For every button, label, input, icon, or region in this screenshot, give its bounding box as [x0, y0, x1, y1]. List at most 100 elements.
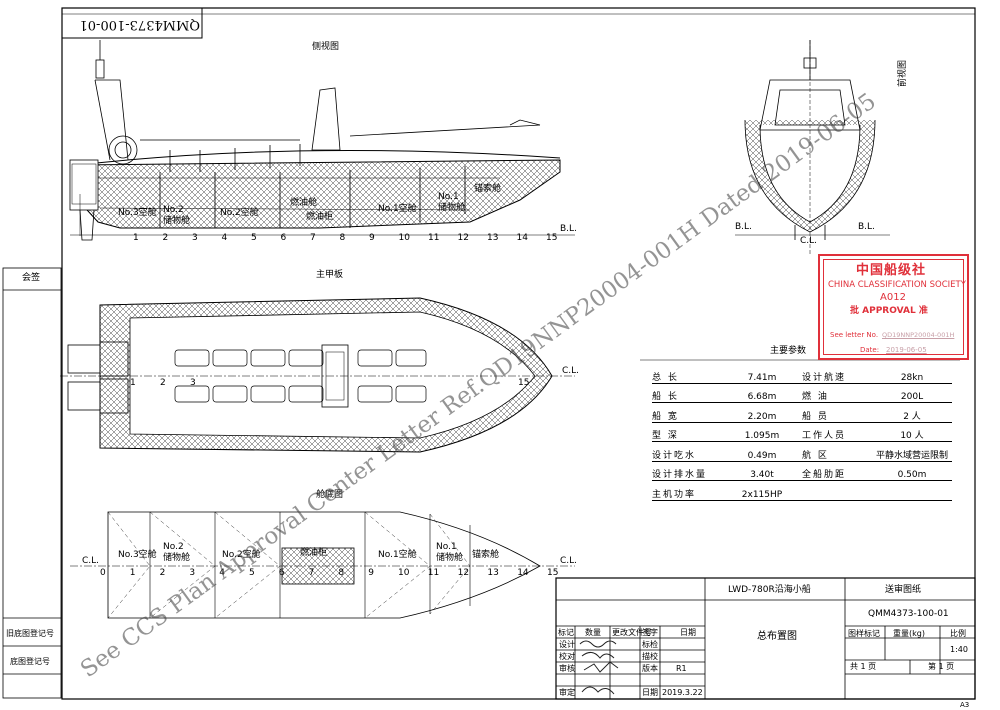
spec-cell: 2.20m — [722, 402, 802, 423]
compartment-label: 燃油柜 — [306, 212, 334, 222]
role-trace: 描校 — [642, 652, 658, 661]
frame-number: 3 — [192, 233, 198, 243]
base-register-label: 底图登记号 — [10, 657, 50, 666]
signatures — [579, 640, 619, 695]
bottom-plan — [70, 511, 575, 619]
compartment-label: No.2空舱 — [220, 208, 259, 218]
frame-number: 15 — [546, 233, 558, 243]
spec-cell: 燃 油 — [802, 383, 872, 403]
spec-cell: 0.49m — [722, 441, 802, 462]
bl-label-side: B.L. — [560, 224, 577, 234]
frame-number: 6 — [278, 568, 285, 578]
frame-number: 8 — [338, 568, 345, 578]
role-std-check: 标检 — [642, 640, 658, 649]
spec-cell: 全船肋距 — [802, 461, 872, 481]
side-panel — [2, 267, 62, 699]
approval-date: 2019.3.22 — [662, 688, 703, 697]
spec-cell: 船 宽 — [652, 402, 722, 423]
spec-cell: 28kn — [872, 364, 952, 384]
frame-number: 0 — [100, 568, 106, 578]
vessel-name: LWD-780R沿海小船 — [728, 585, 811, 595]
title-block — [555, 577, 976, 700]
revision-label: 版本 — [642, 664, 658, 673]
spec-cell: 船 员 — [802, 402, 872, 423]
spec-cell: 船 长 — [652, 383, 722, 403]
role-design: 设计 — [559, 640, 575, 649]
cl-label-bottom-right: C.L. — [560, 556, 578, 566]
spec-cell: 200L — [872, 383, 952, 403]
compartment-label: 燃油柜 — [300, 548, 328, 558]
drawing-number-top: QMM4373-100-01 — [79, 17, 200, 32]
stamp-approval: 批 APPROVAL 准 — [850, 306, 928, 316]
spec-cell: 10 人 — [872, 422, 952, 442]
stamp-en: CHINA CLASSIFICATION SOCIETY — [828, 280, 966, 290]
spec-cell: 3.40t — [722, 461, 802, 481]
spec-cell — [872, 480, 952, 501]
frame-number: 2 — [160, 378, 166, 388]
role-date: 日期 — [642, 688, 658, 697]
frame-number: 15 — [547, 568, 559, 578]
compartment-label: No.3空舱 — [118, 208, 157, 218]
frame-number: 14 — [516, 233, 528, 243]
total-sheets: 共 1 页 — [850, 662, 877, 671]
frame-number: 6 — [280, 233, 287, 243]
col-weight: 重量(kg) — [893, 629, 925, 638]
drawing-title: 总布置图 — [757, 631, 797, 642]
compartment-label: No.1空舱 — [378, 204, 417, 214]
old-register-label: 旧底图登记号 — [6, 629, 54, 638]
spec-cell: 设计排水量 — [652, 461, 722, 481]
spec-cell: 设计航速 — [802, 364, 872, 384]
drawing-number: QMM4373-100-01 — [868, 609, 949, 619]
compartment-label: No.1 储物舱 — [438, 192, 466, 213]
frame-number: 5 — [249, 568, 255, 578]
spec-cell: 6.68m — [722, 383, 802, 403]
compartment-label: 燃油舱 — [290, 198, 318, 208]
side-view-title: 侧视图 — [312, 42, 340, 52]
frame-number: 7 — [308, 568, 315, 578]
spec-cell: 0.50m — [872, 461, 952, 481]
spec-cell: 2x115HP — [722, 480, 802, 501]
stamp-date-label: Date: — [860, 346, 880, 354]
stamp-code: A012 — [880, 292, 906, 303]
scale-value: 1:40 — [950, 645, 968, 654]
stamp-date-value: 2019-06-05 — [886, 346, 927, 354]
role-check: 校对 — [559, 652, 575, 661]
compartment-label: 锚索舱 — [474, 184, 502, 194]
compartment-label: No.1空舱 — [378, 550, 417, 560]
frame-number: 12 — [457, 233, 469, 243]
bottom-plan-title: 舱底图 — [316, 490, 344, 500]
frame-number: 13 — [487, 233, 499, 243]
compartment-label: No.1 储物舱 — [436, 542, 464, 563]
frame-number: 10 — [398, 233, 410, 243]
drawing-frame — [61, 7, 976, 700]
frame-number: 2 — [159, 568, 166, 578]
spec-cell: 7.41m — [722, 364, 802, 384]
stamp-letter-value: QD19NNP20004-001H — [882, 331, 955, 339]
frame-number: 15 — [518, 378, 530, 388]
cl-label-front: C.L. — [800, 236, 818, 246]
revision-header: 日期 — [680, 628, 696, 637]
compartment-label: No.3空舱 — [118, 550, 157, 560]
cl-label-deck: C.L. — [562, 366, 580, 376]
frame-number: 3 — [189, 568, 196, 578]
role-review: 审核 — [559, 664, 575, 673]
spec-cell: 型 深 — [652, 422, 722, 442]
spec-cell: 2 人 — [872, 402, 952, 423]
spec-cell: 设计吃水 — [652, 441, 722, 462]
frame-number: 12 — [457, 568, 470, 578]
stamp-cn: 中国船级社 — [856, 263, 927, 278]
cl-label-bottom: C.L. — [82, 556, 100, 566]
frame-number: 2 — [162, 233, 169, 243]
countersign-label: 会签 — [22, 273, 41, 283]
drawing-number-box — [61, 7, 203, 39]
frame-number: 3 — [190, 378, 196, 388]
col-scale: 比例 — [950, 629, 966, 638]
